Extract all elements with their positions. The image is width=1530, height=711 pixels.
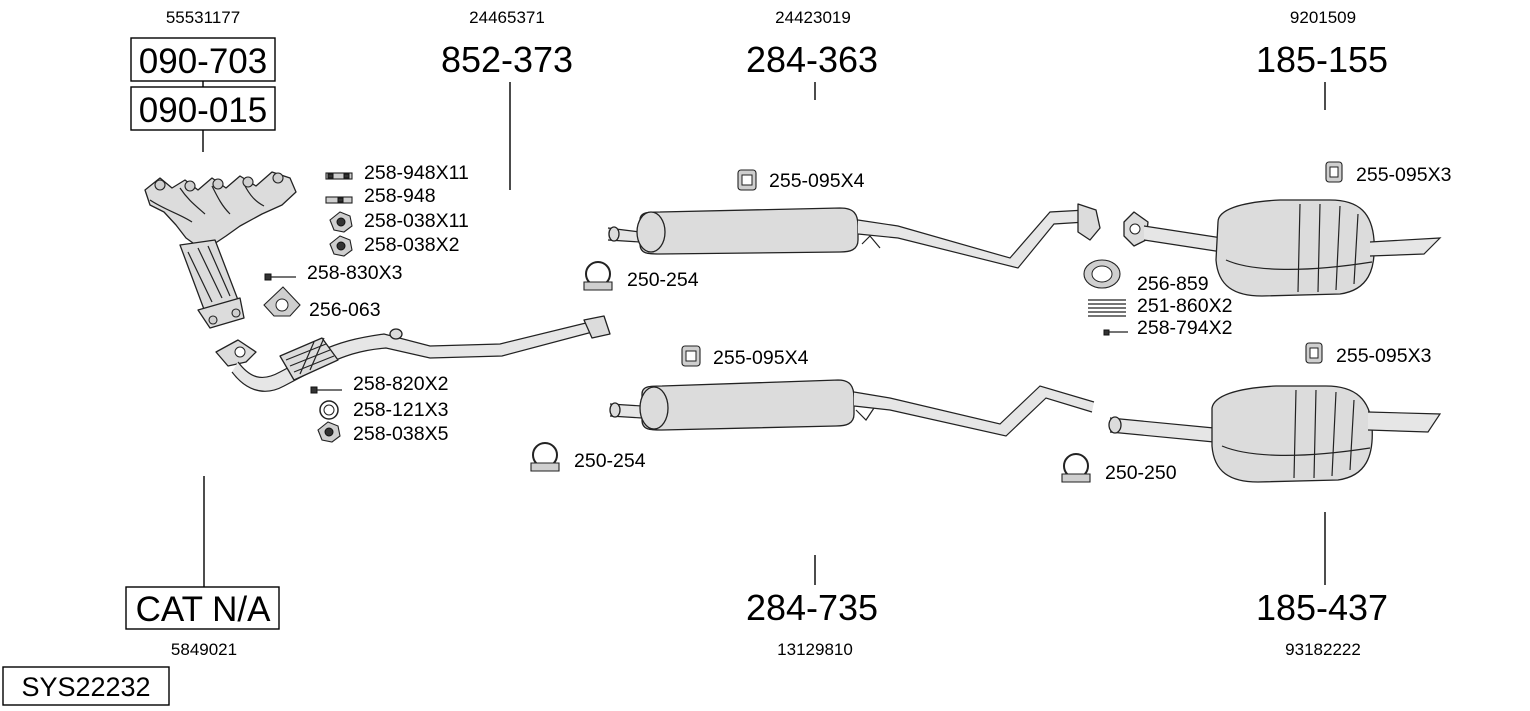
- part-number-middle-silencer-upper[interactable]: 284-363: [746, 39, 878, 80]
- exhaust-manifold-drawing[interactable]: [144, 171, 297, 249]
- fitting-label[interactable]: 258-121X3: [353, 399, 448, 421]
- fitting-label[interactable]: 258-948X11: [364, 162, 469, 184]
- gasket-icon: [263, 286, 301, 317]
- oe-number-manifold: 55531177: [166, 8, 240, 27]
- clamp-icon: [583, 261, 613, 291]
- part-number-manifold-1[interactable]: 090-703: [139, 42, 267, 81]
- nut-icon: [317, 421, 341, 443]
- part-number-manifold-2[interactable]: 090-015: [139, 91, 267, 130]
- fitting-label[interactable]: 258-948: [364, 185, 436, 207]
- fitting-label[interactable]: 255-095X4: [769, 170, 865, 192]
- fitting-label[interactable]: 258-038X5: [353, 423, 449, 445]
- bolt-icon: [310, 386, 342, 394]
- part-box-cat: [125, 586, 280, 630]
- clamp-icon: [530, 442, 560, 472]
- fitting-label[interactable]: 258-038X11: [364, 210, 469, 232]
- nut-icon: [329, 211, 353, 233]
- diagram-id: SYS22232: [21, 672, 150, 702]
- seal-ring-icon: [1083, 259, 1121, 289]
- fitting-label[interactable]: 250-254: [574, 450, 646, 472]
- fitting-label[interactable]: 258-830X3: [307, 262, 402, 284]
- rubber-mount-icon: [1305, 342, 1323, 364]
- fitting-label[interactable]: 251-860X2: [1137, 295, 1232, 317]
- fitting-label[interactable]: 256-063: [309, 299, 381, 321]
- nut-icon: [329, 235, 353, 257]
- fitting-label[interactable]: 258-820X2: [353, 373, 448, 395]
- rubber-mount-icon: [681, 345, 701, 367]
- fitting-label[interactable]: 250-254: [627, 269, 699, 291]
- diagram-id-box: [2, 666, 170, 706]
- oe-number-middle-silencer-upper: 24423019: [775, 8, 851, 27]
- fitting-label[interactable]: 258-794X2: [1137, 317, 1232, 339]
- bolt-icon: [1103, 329, 1128, 336]
- bolt-icon: [264, 273, 296, 281]
- oe-number-front-pipe: 24465371: [469, 8, 545, 27]
- part-number-middle-silencer-lower[interactable]: 284-735: [746, 587, 878, 628]
- stud-icon: [325, 196, 353, 204]
- catalyst-drawing[interactable]: [179, 239, 245, 329]
- oe-number-rear-silencer-upper: 9201509: [1290, 8, 1356, 27]
- middle-silencer-lower-drawing[interactable]: [609, 379, 1095, 437]
- part-number-catalyst[interactable]: CAT N/A: [136, 590, 271, 629]
- part-number-front-pipe[interactable]: 852-373: [441, 39, 573, 80]
- part-number-rear-silencer-upper[interactable]: 185-155: [1256, 39, 1388, 80]
- rubber-mount-icon: [1325, 161, 1343, 183]
- oe-number-middle-silencer-lower: 13129810: [777, 640, 853, 659]
- spring-icon: [1088, 299, 1126, 317]
- fitting-label[interactable]: 255-095X4: [713, 347, 809, 369]
- fitting-label[interactable]: 250-250: [1105, 462, 1177, 484]
- rear-silencer-lower-drawing[interactable]: [1108, 385, 1442, 483]
- rear-silencer-upper-drawing[interactable]: [1123, 199, 1442, 297]
- fitting-label[interactable]: 255-095X3: [1356, 164, 1451, 186]
- oe-number-rear-silencer-lower: 93182222: [1285, 640, 1361, 659]
- middle-silencer-upper-drawing[interactable]: [607, 203, 1101, 269]
- rubber-mount-icon: [737, 169, 757, 191]
- oe-number-catalyst: 5849021: [171, 640, 237, 659]
- fitting-label[interactable]: 258-038X2: [364, 234, 459, 256]
- fitting-label[interactable]: 255-095X3: [1336, 345, 1431, 367]
- part-number-rear-silencer-lower[interactable]: 185-437: [1256, 587, 1388, 628]
- washer-icon: [319, 400, 339, 420]
- clamp-icon: [1061, 453, 1091, 483]
- stud-icon: [325, 172, 353, 180]
- front-pipe-drawing[interactable]: [215, 315, 611, 392]
- fitting-label[interactable]: 256-859: [1137, 273, 1209, 295]
